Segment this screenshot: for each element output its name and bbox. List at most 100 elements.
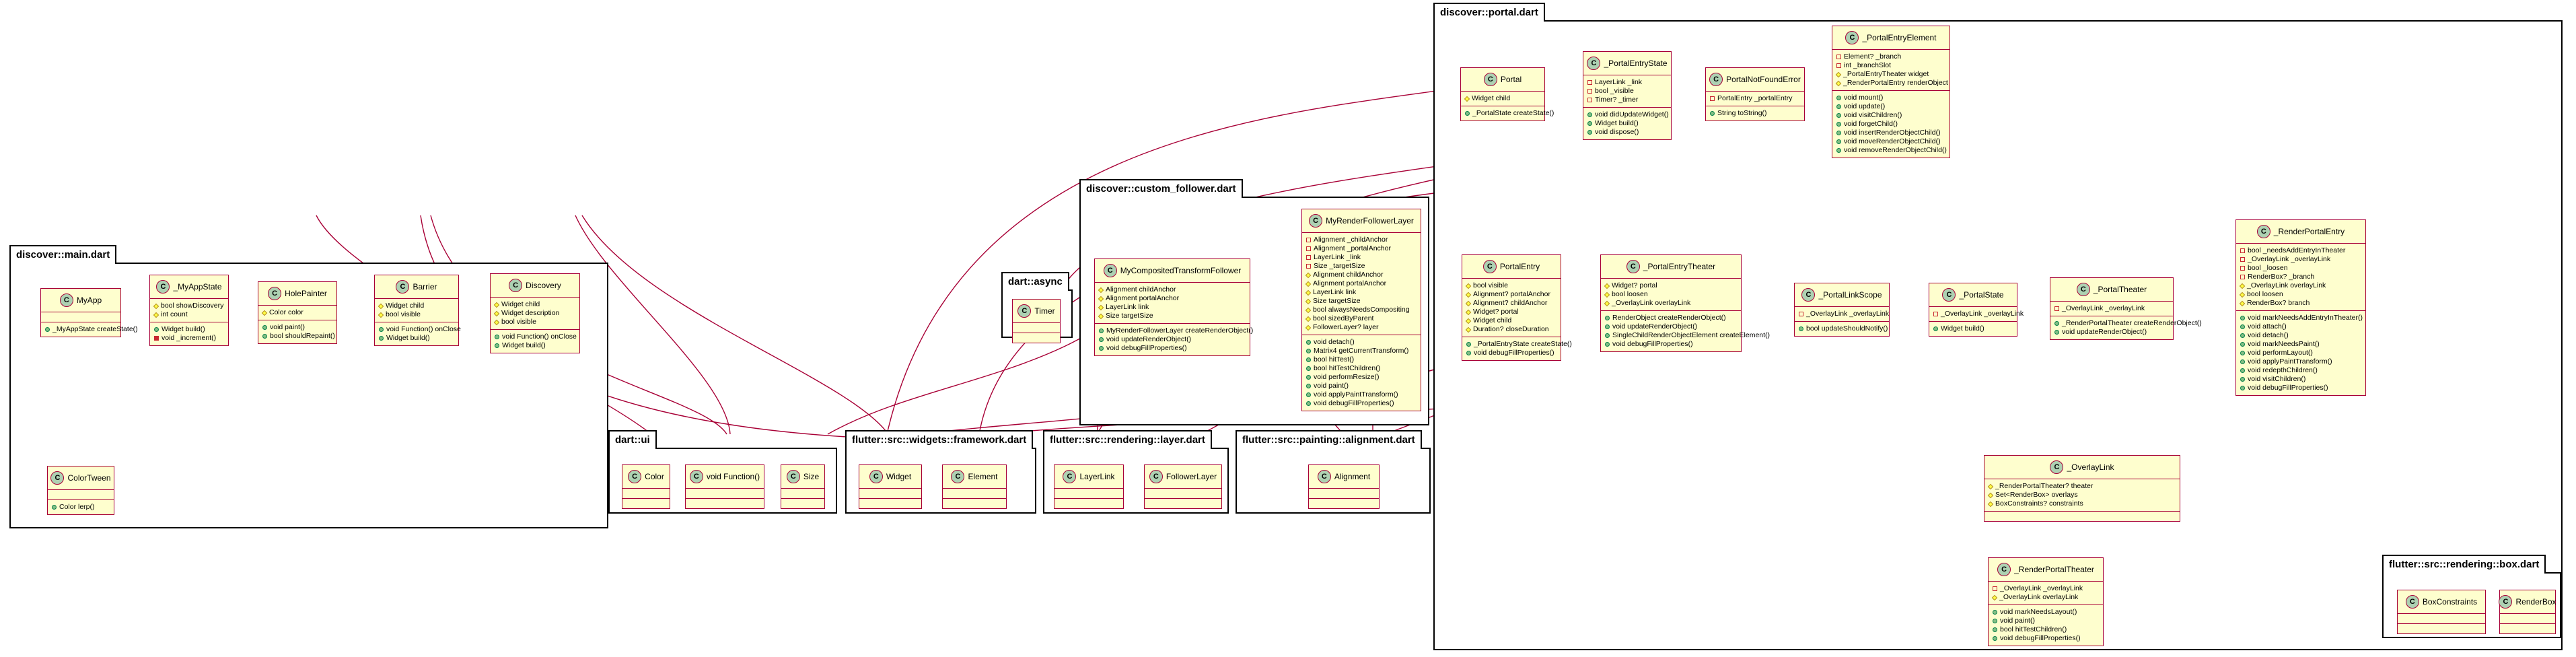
class-icon: C — [1587, 57, 1601, 70]
class-RenderPortalTheater[interactable]: C_RenderPortalTheater _OverlayLink _over… — [1988, 557, 2104, 646]
class-icon: C — [2256, 225, 2270, 238]
class-PortalEntryState[interactable]: C_PortalEntryState LayerLink _link bool … — [1583, 51, 1672, 140]
class-field: Size targetSize — [1313, 297, 1361, 305]
class-method: void attach() — [2248, 322, 2287, 331]
class-field: LayerLink link — [1313, 288, 1357, 296]
class-field: bool visible — [501, 318, 536, 326]
class-field: Alignment _childAnchor — [1314, 236, 1388, 244]
class-icon: C — [1626, 260, 1640, 273]
class-field: Color color — [269, 308, 303, 316]
edge-discovery-voidfunction — [575, 215, 731, 435]
package-label: dart::ui — [608, 430, 657, 449]
class-OverlayLink[interactable]: C_OverlayLink _RenderPortalTheater? thea… — [1984, 455, 2180, 522]
class-method: bool hitTest() — [1314, 355, 1355, 364]
class-icon: C — [1017, 304, 1032, 318]
class-MyAppState[interactable]: C_MyAppState bool showDiscovery int coun… — [149, 275, 229, 346]
class-icon: C — [1309, 214, 1323, 228]
class-method: void updateRenderObject() — [1106, 335, 1192, 343]
class-field: _OverlayLink _overlayLink — [1806, 310, 1890, 318]
class-PortalLinkScope[interactable]: C_PortalLinkScope _OverlayLink _overlayL… — [1794, 283, 1890, 337]
class-field: Widget child — [1473, 316, 1512, 324]
class-field: _OverlayLink _overlayLink — [1941, 310, 2024, 318]
class-method: Widget build() — [502, 341, 546, 349]
package-label: discover::main.dart — [9, 245, 117, 264]
class-method: bool hitTestChildren() — [1314, 364, 1381, 372]
class-PortalTheater[interactable]: C_PortalTheater _OverlayLink _overlayLin… — [2050, 277, 2202, 340]
class-method: Color lerp() — [59, 503, 95, 511]
class-RenderPortalEntry[interactable]: C_RenderPortalEntry bool _needsAddEntryI… — [2235, 219, 2366, 396]
class-icon: C — [2076, 283, 2090, 296]
class-method: _PortalState createState() — [1472, 109, 1554, 117]
class-field: bool showDiscovery — [161, 302, 224, 310]
class-name: _RenderPortalTheater — [2014, 564, 2094, 574]
class-field: Alignment portalAnchor — [1106, 294, 1180, 302]
class-icon: C — [59, 293, 73, 307]
class-field: Alignment childAnchor — [1313, 271, 1384, 279]
class-name: Widget — [886, 471, 912, 481]
class-name: Portal — [1500, 74, 1522, 84]
class-name: LayerLink — [1079, 471, 1115, 481]
class-name: _RenderPortalEntry — [2273, 226, 2345, 236]
class-method: bool shouldRepaint() — [270, 332, 335, 340]
class-PortalState[interactable]: C_PortalState _OverlayLink _overlayLink … — [1929, 283, 2024, 337]
class-name: _PortalEntryTheater — [1643, 261, 1716, 271]
class-field: bool _visible — [1595, 87, 1634, 95]
class-method: void dispose() — [1595, 128, 1639, 136]
class-field: int count — [161, 310, 188, 318]
class-icon: C — [156, 280, 170, 293]
class-method: Widget build() — [1595, 119, 1639, 127]
class-method: bool updateShouldNotify() — [1806, 324, 1888, 333]
class-field: LayerLink link — [1106, 303, 1149, 311]
class-name: Size — [803, 471, 820, 481]
class-field: bool _needsAddEntryInTheater — [2248, 246, 2346, 254]
class-method: void updateRenderObject() — [1612, 322, 1698, 331]
class-icon: C — [628, 470, 642, 483]
class-method: _PortalEntryState createState() — [1474, 340, 1572, 348]
class-PortalEntryTheater[interactable]: C_PortalEntryTheater Widget? portal bool… — [1600, 254, 1770, 352]
class-name: Barrier — [413, 281, 437, 291]
class-method: RenderObject createRenderObject() — [1612, 314, 1726, 322]
class-PortalEntryElement[interactable]: C_PortalEntryElement Element? _branch in… — [1832, 26, 1950, 158]
class-field: _OverlayLink overlayLink — [2247, 281, 2326, 289]
package-label: flutter::src::widgets::framework.dart — [845, 430, 1034, 449]
class-method: void debugFillProperties() — [1106, 344, 1187, 352]
class-icon: C — [509, 279, 523, 292]
class-field: Widget child — [386, 302, 425, 310]
class-icon: C — [689, 470, 703, 483]
package-label: discover::portal.dart — [1433, 3, 1545, 22]
class-field: _RenderPortalTheater? theater — [1995, 482, 2094, 490]
class-icon: C — [1845, 31, 1859, 44]
class-method: Widget build() — [1941, 324, 1984, 333]
class-method: Widget build() — [386, 334, 430, 342]
class-field: bool sizedByParent — [1313, 314, 1374, 322]
class-icon: C — [1483, 73, 1497, 86]
edge-discovery-widget — [581, 215, 889, 435]
class-name: PortalNotFoundError — [1726, 74, 1801, 84]
class-field: Widget child — [501, 300, 540, 308]
class-field: PortalEntry _portalEntry — [1717, 94, 1793, 102]
class-field: _OverlayLink overlayLink — [1999, 593, 2079, 601]
class-name: Element — [968, 471, 998, 481]
